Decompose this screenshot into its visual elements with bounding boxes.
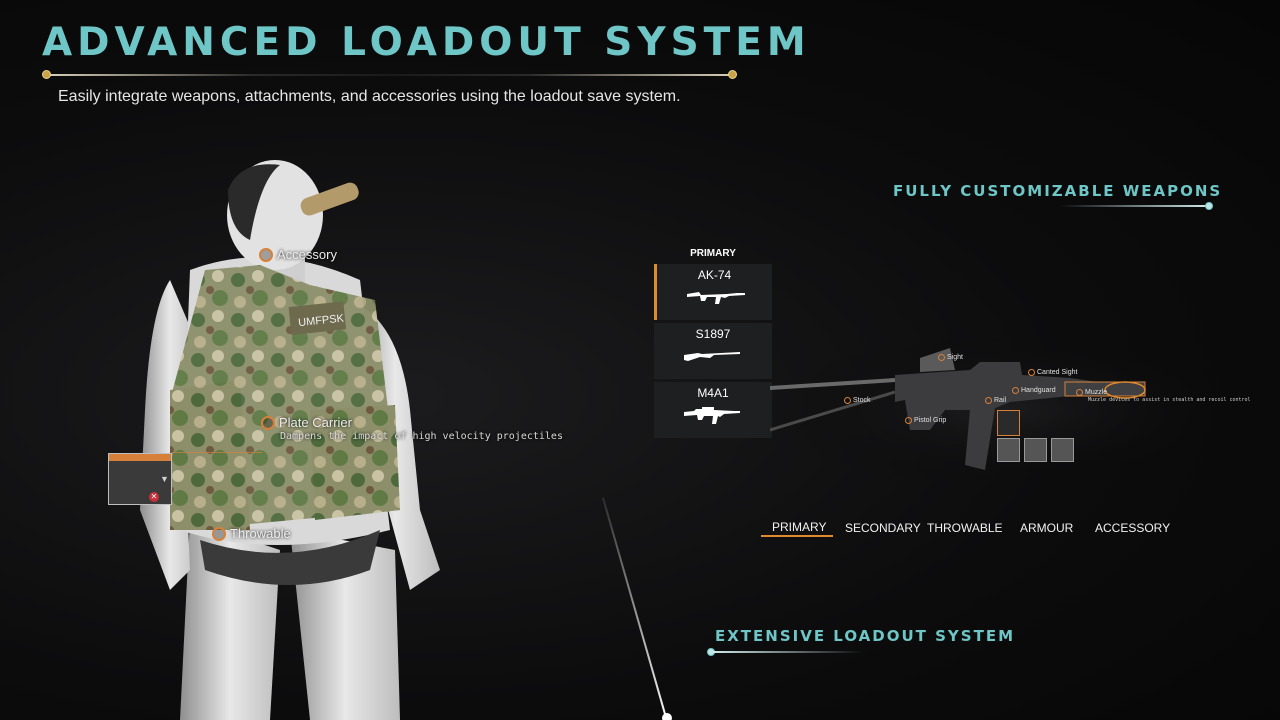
attachment-stock[interactable]: Stock <box>844 397 871 404</box>
attachment-label: Muzzle <box>1085 389 1108 396</box>
attachment-label: Handguard <box>1021 387 1056 394</box>
carbine-icon <box>684 407 740 424</box>
callout-marker-icon <box>261 415 275 430</box>
attachment-muzzle[interactable]: Muzzle <box>1076 389 1107 396</box>
attachment-canted-sight[interactable]: Canted Sight <box>1028 369 1077 376</box>
loadout-divider <box>713 651 863 653</box>
connector-end-dot <box>662 713 672 720</box>
attachment-handguard[interactable]: Handguard <box>1012 387 1056 394</box>
page-subtitle: Easily integrate weapons, attachments, a… <box>58 88 681 105</box>
vest-patch-text: UMFPSK <box>298 312 345 329</box>
tab-armour[interactable]: ARMOUR <box>1020 521 1074 535</box>
weapon-category-label: PRIMARY <box>690 248 736 259</box>
character-model: UMFPSK <box>140 160 440 720</box>
attachment-label: Canted Sight <box>1037 369 1078 376</box>
title-divider-right-dot <box>728 70 737 79</box>
page-title: ADVANCED LOADOUT SYSTEM <box>42 20 811 65</box>
attachment-label: Sight <box>947 354 963 361</box>
shotgun-icon <box>684 352 740 361</box>
attachment-label: Stock <box>853 397 871 404</box>
attachment-slot-selected[interactable] <box>997 410 1020 436</box>
attachment-marker-icon <box>1076 389 1083 396</box>
attachment-label: Rail <box>994 397 1007 404</box>
weapons-divider-dot <box>1205 202 1213 210</box>
callout-plate-carrier[interactable]: Plate Carrier <box>261 415 352 430</box>
attachment-label: Pistol Grip <box>914 417 947 424</box>
rifle-icon <box>687 292 745 304</box>
attachment-rail[interactable]: Rail <box>985 397 1006 404</box>
title-divider-left-dot <box>42 70 51 79</box>
attachment-marker-icon <box>844 397 851 404</box>
attachment-marker-icon <box>905 417 912 424</box>
section-title-loadout: EXTENSIVE LOADOUT SYSTEM <box>715 627 1015 645</box>
callout-marker-icon <box>212 526 226 541</box>
callout-accessory[interactable]: Accessory <box>259 247 337 262</box>
weapon-card-m4a1[interactable]: M4A1 <box>654 382 772 438</box>
callout-throwable[interactable]: Throwable <box>212 526 291 541</box>
weapon-name: S1897 <box>695 327 731 341</box>
plate-carrier-description: Dampens the impact of high velocity proj… <box>280 431 563 442</box>
chevron-down-icon[interactable]: ▼ <box>160 474 169 484</box>
tab-throwable[interactable]: THROWABLE <box>927 521 1003 535</box>
attachment-marker-icon <box>1028 369 1035 376</box>
attachment-slot[interactable] <box>1024 438 1047 462</box>
callout-throwable-label: Throwable <box>230 526 291 541</box>
weapons-divider <box>1060 205 1208 207</box>
section-title-weapons: FULLY CUSTOMIZABLE WEAPONS <box>893 182 1223 200</box>
attachment-marker-icon <box>985 397 992 404</box>
callout-accessory-label: Accessory <box>277 247 337 262</box>
tab-primary[interactable]: PRIMARY <box>772 520 827 534</box>
attachment-pistol-grip[interactable]: Pistol Grip <box>905 417 946 424</box>
callout-marker-icon <box>259 247 273 262</box>
tab-active-indicator <box>761 535 833 537</box>
remove-icon[interactable]: ✕ <box>149 492 159 502</box>
weapon-card-s1897[interactable]: S1897 <box>654 323 772 379</box>
tab-secondary[interactable]: SECONDARY <box>845 521 921 535</box>
tab-accessory[interactable]: ACCESSORY <box>1095 521 1171 535</box>
attachment-slot[interactable] <box>1051 438 1074 462</box>
inventory-slot-armour[interactable]: ✕ <box>108 453 172 505</box>
attachment-sight[interactable]: Sight <box>938 354 963 361</box>
muzzle-description: Muzzle devices to assist in stealth and … <box>1088 397 1251 403</box>
title-divider <box>46 74 734 76</box>
attachment-slot[interactable] <box>997 438 1020 462</box>
slot-connector-line <box>172 452 262 453</box>
weapon-name: M4A1 <box>697 386 729 400</box>
attachment-marker-icon <box>938 354 945 361</box>
weapon-card-ak74[interactable]: AK-74 <box>654 264 772 320</box>
weapon-name: AK-74 <box>697 268 732 282</box>
slot-header-bar <box>109 454 171 461</box>
callout-plate-carrier-label: Plate Carrier <box>279 415 352 430</box>
attachment-marker-icon <box>1012 387 1019 394</box>
